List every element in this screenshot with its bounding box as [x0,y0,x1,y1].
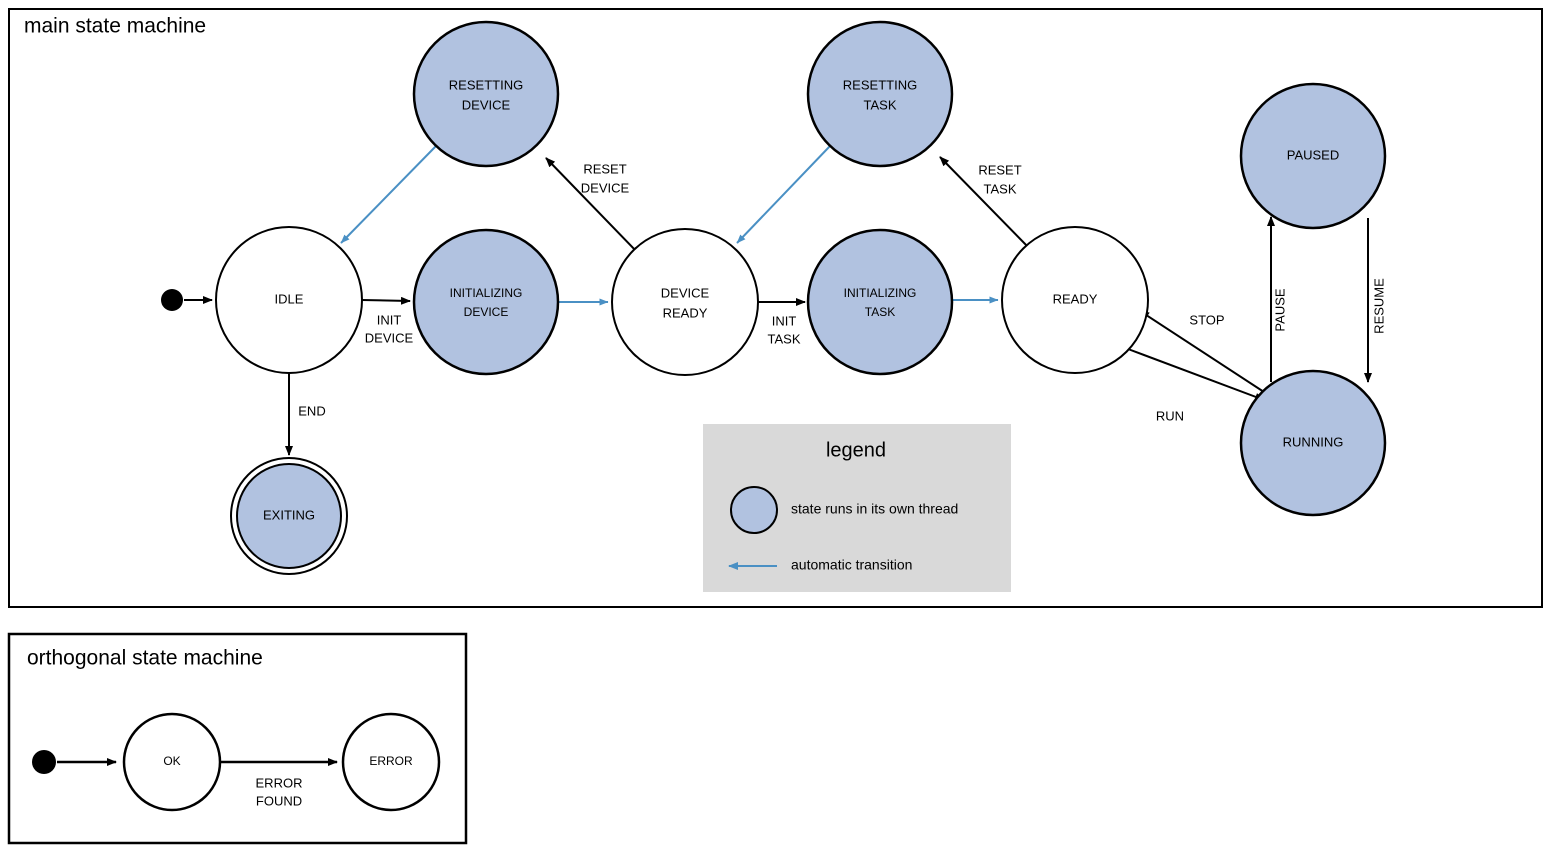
transition-idle-init-device [361,296,411,305]
state-label-initializing-device-line1: INITIALIZING [450,286,523,300]
state-label-device-ready-line1: DEVICE [661,285,710,300]
transition-reset-task [939,156,1032,251]
transition-reset-task-auto [736,145,831,244]
state-label-paused: PAUSED [1287,147,1340,162]
state-resetting-device[interactable] [412,20,560,168]
transition-label-resume: RESUME [1371,278,1386,334]
transition-label-error-found-line1: ERROR [256,775,303,790]
transition-label-init-device-line1: INIT [377,312,402,327]
legend-auto-transition-text: automatic transition [791,557,912,573]
initial-state-node [161,289,183,311]
state-running[interactable] [1239,369,1387,517]
state-device-ready[interactable] [611,228,759,376]
transition-label-reset-task-line2: TASK [984,181,1017,196]
state-label-idle: IDLE [275,291,304,306]
state-label-initializing-device-line2: DEVICE [464,305,509,319]
legend-threaded-state-swatch-icon [730,486,778,534]
state-label-initializing-task-line1: INITIALIZING [844,286,917,300]
state-resetting-task[interactable] [806,20,954,168]
state-label-running: RUNNING [1283,434,1344,449]
state-ready[interactable] [1001,226,1149,374]
transition-label-pause: PAUSE [1272,288,1287,331]
legend-title: legend [826,439,886,461]
legend-threaded-state-text: state runs in its own thread [791,501,958,517]
state-error[interactable] [341,712,441,812]
state-label-ready: READY [1053,291,1098,306]
state-initializing-device[interactable] [412,228,560,376]
state-ok[interactable] [122,712,222,812]
state-exiting[interactable] [236,463,342,569]
state-label-exiting: EXITING [263,507,315,522]
state-paused[interactable] [1239,82,1387,230]
transition-label-reset-task-line1: RESET [978,162,1021,177]
state-label-resetting-task-line2: TASK [864,97,897,112]
transition-stop [1139,310,1265,393]
transition-label-init-device-line2: DEVICE [365,330,414,345]
state-initializing-task[interactable] [806,228,954,376]
state-label-resetting-device-line2: DEVICE [462,97,511,112]
transition-label-end: END [298,403,325,418]
transition-reset-device-auto [340,145,437,244]
transition-label-init-task-line2: TASK [768,331,801,346]
transition-label-stop: STOP [1189,312,1224,327]
state-label-resetting-device-line1: RESETTING [449,77,523,92]
transition-label-init-task-line1: INIT [772,313,797,328]
state-label-initializing-task-line2: TASK [865,305,895,319]
orthogonal-machine-title: orthogonal state machine [27,646,263,669]
main-machine-title: main state machine [24,14,206,37]
transition-label-reset-device-line1: RESET [583,161,626,176]
transition-run [1127,348,1265,401]
state-idle[interactable] [215,226,363,374]
state-label-error: ERROR [369,754,413,768]
transition-label-reset-device-line2: DEVICE [581,180,630,195]
state-label-resetting-task-line1: RESETTING [843,77,917,92]
state-label-device-ready-line2: READY [663,305,708,320]
orthogonal-initial-state-node [32,750,56,774]
transition-reset-device [545,157,638,253]
transition-label-run: RUN [1156,408,1184,423]
state-label-ok: OK [163,754,180,768]
transition-label-error-found-line2: FOUND [256,793,302,808]
